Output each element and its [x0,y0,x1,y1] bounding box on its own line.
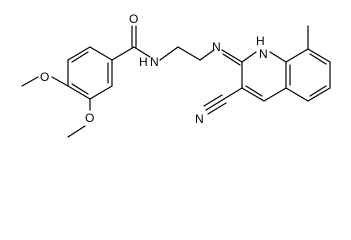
amine-nitrogen-label: N [212,40,221,54]
bond [89,46,113,61]
amide-nitrogen-label: N [150,55,159,69]
bond-inner [245,85,263,97]
bond-inner [71,51,89,63]
ring-nitrogen-label: N [259,47,268,61]
bond [133,46,151,58]
bond [307,48,331,63]
bond [307,87,331,102]
bond [67,125,86,138]
carbonyl-oxygen-label: O [129,12,138,26]
bond [285,48,309,63]
bond [199,49,215,61]
bond [205,98,225,111]
bond [241,51,257,63]
nitrile-nitrogen-label: N [195,112,204,126]
bond [222,53,241,66]
bond [203,94,223,107]
methoxy-oxygen-4-label: O [40,70,49,84]
bond [67,46,91,61]
bond [21,76,39,87]
bond-inner [309,53,327,65]
bond [67,85,91,100]
ring-hydrogen-label: H [256,34,265,48]
bond [207,102,227,115]
bond [89,85,113,100]
bond [51,76,69,87]
bond-inner [309,85,327,97]
structure-diagram: O N H N H N N O O [21,12,331,138]
bond-lines [21,25,331,138]
bond [285,87,309,102]
bond [269,51,287,63]
bond [241,87,265,102]
bond [263,87,287,102]
amide-hydrogen-label: H [139,55,148,69]
methoxy-oxygen-3-label: O [85,111,94,125]
bond [177,46,201,61]
bond-inner [71,83,89,95]
bond [111,46,135,61]
bond [159,46,179,61]
atom-labels: O N H N H N N O O [40,12,268,126]
bond [221,49,243,63]
bond [223,87,243,100]
